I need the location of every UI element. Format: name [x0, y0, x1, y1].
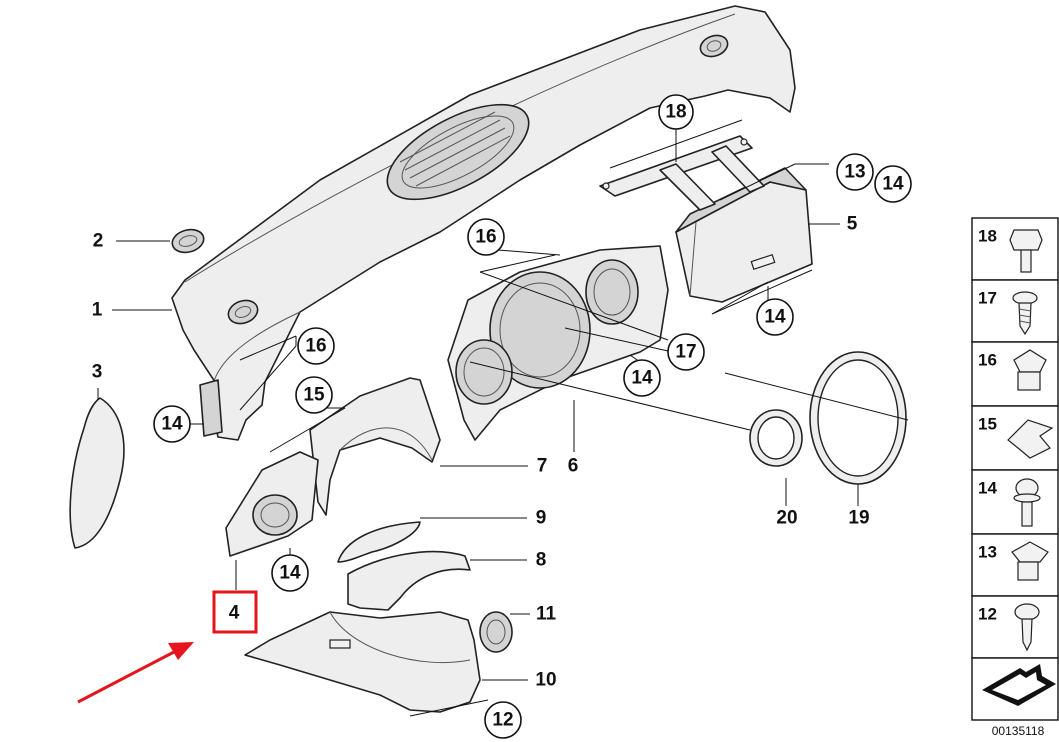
callout-text: 4: [229, 603, 240, 624]
callout-16: 16: [467, 218, 505, 256]
lower-knee-panel: [244, 611, 481, 713]
callout-1: 1: [92, 300, 103, 321]
callout-text: 9: [536, 508, 547, 529]
callout-text: 18: [665, 102, 686, 123]
callout-text: 14: [631, 368, 653, 389]
callout-11: 11: [536, 604, 557, 625]
callout-text: 5: [847, 214, 858, 235]
highlight-box: [212, 590, 258, 634]
callout-text: 6: [568, 456, 579, 477]
legend-item-15: 15: [971, 405, 1059, 471]
callout-14-d: 14: [756, 298, 794, 336]
callout-text: 14: [161, 414, 183, 435]
callout-5: 5: [847, 214, 858, 235]
hardware-legend: 18 17 16 15: [971, 217, 1059, 738]
callout-text: 10: [535, 670, 556, 691]
legend-item-12: 12: [971, 595, 1059, 659]
callout-text: 17: [675, 342, 696, 363]
legend-item-16: 16: [971, 341, 1059, 407]
callout-text: 2: [93, 231, 104, 252]
diagram-reference-number: 00135118: [992, 724, 1045, 738]
legend-label: 14: [978, 479, 997, 498]
callout-text: 8: [536, 550, 547, 571]
callout-20: 20: [776, 508, 797, 529]
round-fitting: [479, 611, 513, 653]
callout-4: 4: [229, 603, 240, 624]
legend-label: 13: [978, 543, 997, 562]
callout-7: 7: [537, 456, 548, 477]
mounting-bracket: [599, 135, 765, 211]
callout-6: 6: [568, 456, 579, 477]
legend-item-18: 18: [971, 217, 1059, 281]
flange-bolt-icon: [1013, 478, 1041, 527]
cluster-trim-bezel: [309, 377, 441, 516]
callout-text: 13: [844, 162, 865, 183]
side-vent-housing: [225, 451, 319, 557]
instrument-cluster-housing: [447, 245, 669, 441]
column-cover-upper: [337, 521, 421, 563]
callout-2: 2: [93, 231, 104, 252]
callout-text: 19: [848, 508, 869, 529]
column-cover-middle: [347, 550, 471, 611]
callout-15: 15: [295, 376, 333, 414]
callout-12: 12: [484, 701, 522, 739]
callout-9: 9: [536, 508, 547, 529]
callout-text: 14: [764, 307, 786, 328]
callout-text: 16: [305, 336, 326, 357]
leader-lines: [97, 119, 909, 717]
callout-text: 20: [776, 508, 797, 529]
callout-19: 19: [848, 508, 869, 529]
legend-label: 12: [978, 605, 997, 624]
callout-text: 3: [92, 362, 103, 383]
legend-item-14: 14: [971, 469, 1059, 535]
legend-item-17: 17: [971, 279, 1059, 343]
callout-17: 17: [667, 333, 705, 371]
callout-14-c: 14: [623, 359, 661, 397]
dashboard-panel: [171, 5, 796, 441]
glovebox-module: [675, 167, 813, 303]
legend-label: 16: [978, 351, 997, 370]
clip-nut-icon: [1011, 541, 1049, 581]
callout-18: 18: [658, 94, 694, 130]
hex-bolt-icon: [1009, 229, 1043, 273]
legend-label: 18: [978, 227, 997, 246]
arrow-head-icon: [168, 642, 194, 660]
red-arrow-icon: [77, 650, 175, 704]
callout-3: 3: [92, 362, 103, 383]
direction-arrow-icon: [982, 664, 1056, 706]
callout-14: 14: [874, 165, 912, 203]
small-vent: [171, 228, 205, 254]
callout-text: 11: [536, 604, 557, 625]
callout-10: 10: [535, 670, 556, 691]
pan-head-screw-icon: [1014, 603, 1040, 652]
callout-text: 14: [882, 174, 904, 195]
legend-label: 17: [978, 289, 997, 308]
callout-text: 12: [492, 710, 513, 731]
callout-text: 15: [303, 385, 325, 406]
callout-14-b: 14: [153, 405, 191, 443]
sheet-metal-screw-icon: [1012, 291, 1038, 336]
callout-text: 16: [475, 227, 496, 248]
callout-labels: 18 13 14 5 16 2 1 16 3 14 15 17 14 14 7 …: [92, 94, 912, 739]
callout-13: 13: [836, 153, 874, 191]
gauge-ring-large: [809, 351, 907, 485]
highlight-annotation: [77, 590, 258, 704]
side-trim-cover: [69, 397, 125, 549]
callout-text: 14: [279, 563, 301, 584]
callout-16-b: 16: [297, 327, 335, 365]
clip-nut-icon: [1013, 349, 1047, 391]
legend-label: 15: [978, 415, 997, 434]
legend-item-direction: [971, 657, 1059, 721]
callout-8: 8: [536, 550, 547, 571]
legend-item-13: 13: [971, 533, 1059, 597]
callout-14-e: 14: [271, 554, 309, 592]
gauge-ring-small: [749, 409, 803, 467]
callout-text: 7: [537, 456, 548, 477]
callout-text: 1: [92, 300, 103, 321]
spring-clip-icon: [1007, 419, 1054, 459]
